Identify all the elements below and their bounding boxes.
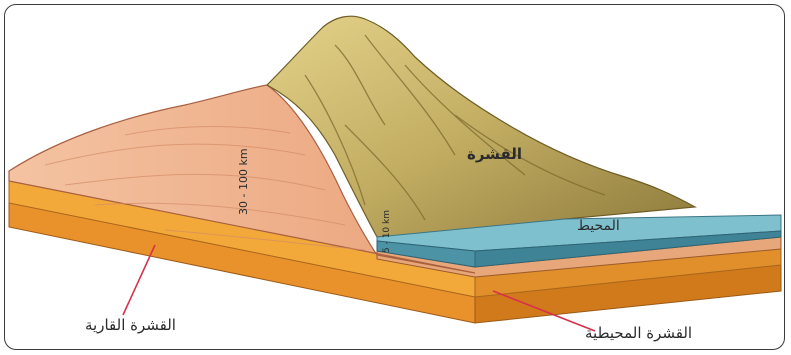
continental-thickness-label: 30 - 100 km [237, 148, 250, 215]
crust-block-diagram: القشرة القارية القشرة المحيطية القشرة ال… [5, 5, 785, 350]
oceanic-thickness-label: 5 - 10 km [382, 210, 392, 253]
ocean-label: المحيط [577, 218, 620, 234]
continental-pointer-line [123, 245, 155, 315]
diagram-frame: القشرة القارية القشرة المحيطية القشرة ال… [4, 4, 785, 350]
mountain-label: القشرة [467, 145, 522, 163]
continental-crust-label: القشرة القارية [85, 316, 176, 334]
oceanic-crust-label: القشرة المحيطية [585, 324, 692, 342]
